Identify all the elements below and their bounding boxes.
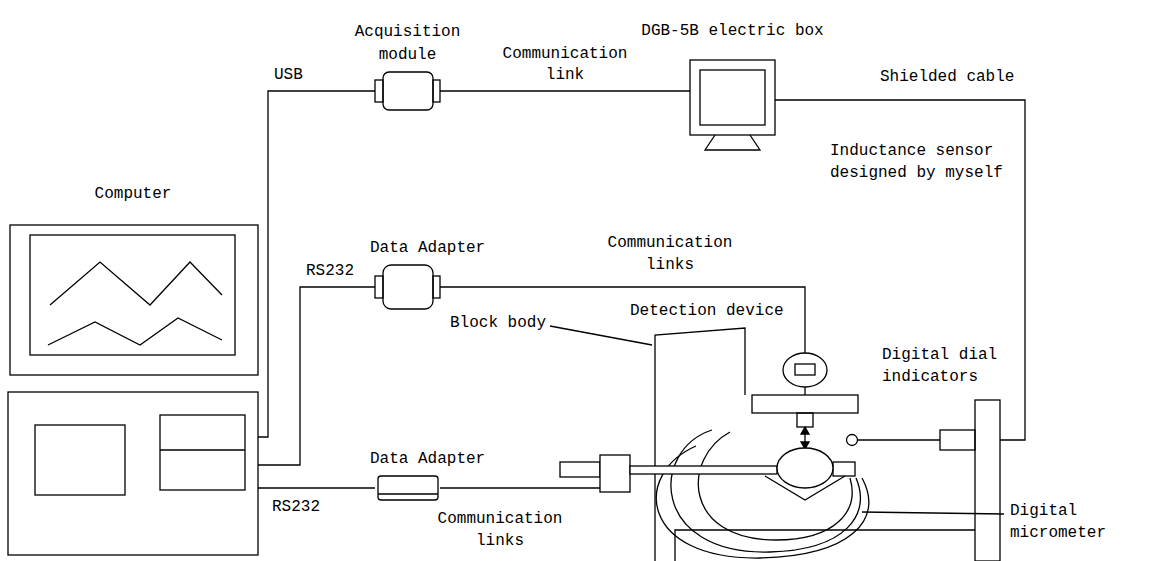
micrometer-spindle <box>630 466 777 474</box>
stand-post <box>975 400 1000 561</box>
connection-label: Communication link <box>503 45 628 84</box>
micrometer-display <box>600 455 630 492</box>
indicator-post <box>797 413 813 427</box>
box-screen <box>700 70 765 125</box>
micrometer-frame <box>671 430 860 552</box>
module-plug <box>375 80 383 102</box>
adapter-plug <box>433 276 440 298</box>
leader-line <box>862 512 1004 514</box>
dial-indicator <box>783 353 827 387</box>
connection-line <box>258 487 375 488</box>
electric-box: DGB-5B electric box <box>690 60 775 150</box>
node-label: DGB-5B electric box <box>641 20 823 42</box>
edge-label-box: RS232 <box>306 260 366 282</box>
node-label: Computer <box>95 183 172 205</box>
module-body <box>383 72 433 110</box>
part-label: Communication links <box>438 510 563 550</box>
micrometer-frame <box>698 432 852 540</box>
connection-line <box>258 287 375 465</box>
box-stand <box>705 135 760 150</box>
screen-trace <box>50 262 222 305</box>
micrometer-frame <box>656 446 869 558</box>
dial-indicator-node: Digital dial indicators <box>783 353 827 387</box>
sensor-rod <box>858 439 940 440</box>
arrow-head <box>801 427 809 434</box>
computer-case <box>8 392 258 555</box>
indicator-mount <box>752 395 858 413</box>
connection-line <box>258 91 375 437</box>
monitor-screen <box>30 235 235 355</box>
data-adapter: Data Adapter <box>375 265 440 309</box>
part-label: Shielded cable <box>880 68 1014 86</box>
node-heading: Data Adapter <box>370 448 485 470</box>
node-heading: Data Adapter <box>370 237 485 259</box>
acquisition-module: Acquisition module <box>375 72 440 110</box>
connection-label: RS232 <box>272 498 320 516</box>
drive-slot <box>160 449 245 450</box>
connection-line <box>440 90 690 91</box>
box-frame <box>690 60 775 135</box>
dial-display <box>795 364 815 375</box>
label-box: Detection device <box>630 300 800 322</box>
leader-line <box>550 326 652 345</box>
case-drive <box>160 415 245 490</box>
node-label: Acquisition module <box>343 21 473 66</box>
node-label: Data Adapter <box>370 237 485 259</box>
label-box: Inductance sensor designed by myself <box>830 140 1015 185</box>
part-label: Detection device <box>630 302 784 320</box>
shielded-cable <box>775 100 1025 440</box>
label-box: Communication links <box>430 508 570 553</box>
label-box: Shielded cable <box>880 66 1020 88</box>
connection-line <box>440 287 805 353</box>
adapter-plug <box>375 276 383 298</box>
data-adapter: Data Adapter <box>375 476 440 500</box>
node-heading: Computer <box>95 183 172 205</box>
workpiece <box>777 448 833 488</box>
case-panel <box>35 425 125 495</box>
connection-label: USB <box>274 66 303 84</box>
monitor-frame <box>10 225 258 375</box>
part-label: Inductance sensor designed by myself <box>830 142 1003 182</box>
block-body <box>655 328 745 561</box>
dial-stem <box>804 387 805 395</box>
node-heading: Acquisition module <box>343 21 473 66</box>
module-plug <box>433 80 440 102</box>
label-box: Digital micrometer <box>1010 500 1125 545</box>
adapter-edge <box>378 493 438 494</box>
sensor-tip <box>847 435 858 446</box>
connection-label: Communication links <box>608 234 733 274</box>
connection-label: RS232 <box>306 262 354 280</box>
adapter-body <box>383 265 433 309</box>
edge-label-box: RS232 <box>272 496 332 518</box>
screen-trace <box>48 318 222 345</box>
edge-label-box: Communication link <box>495 44 635 86</box>
part-label: Block body <box>450 314 546 332</box>
label-box: Block body <box>450 312 550 334</box>
node-heading: DGB-5B electric box <box>641 20 823 42</box>
part-label: Digital micrometer <box>1010 502 1106 542</box>
computer-node: Computer <box>8 225 258 555</box>
sensor-holder <box>940 430 975 450</box>
node-label: Digital dial indicators <box>882 344 1007 389</box>
micrometer-anvil <box>833 462 855 476</box>
node-heading: Digital dial indicators <box>882 344 1007 389</box>
communication-wire <box>440 487 600 488</box>
edge-label-box: USB <box>274 64 314 86</box>
edge-label-box: Communication links <box>600 232 740 277</box>
node-label: Data Adapter <box>370 448 485 470</box>
adapter-body <box>378 476 438 500</box>
micrometer-thimble <box>560 462 600 477</box>
